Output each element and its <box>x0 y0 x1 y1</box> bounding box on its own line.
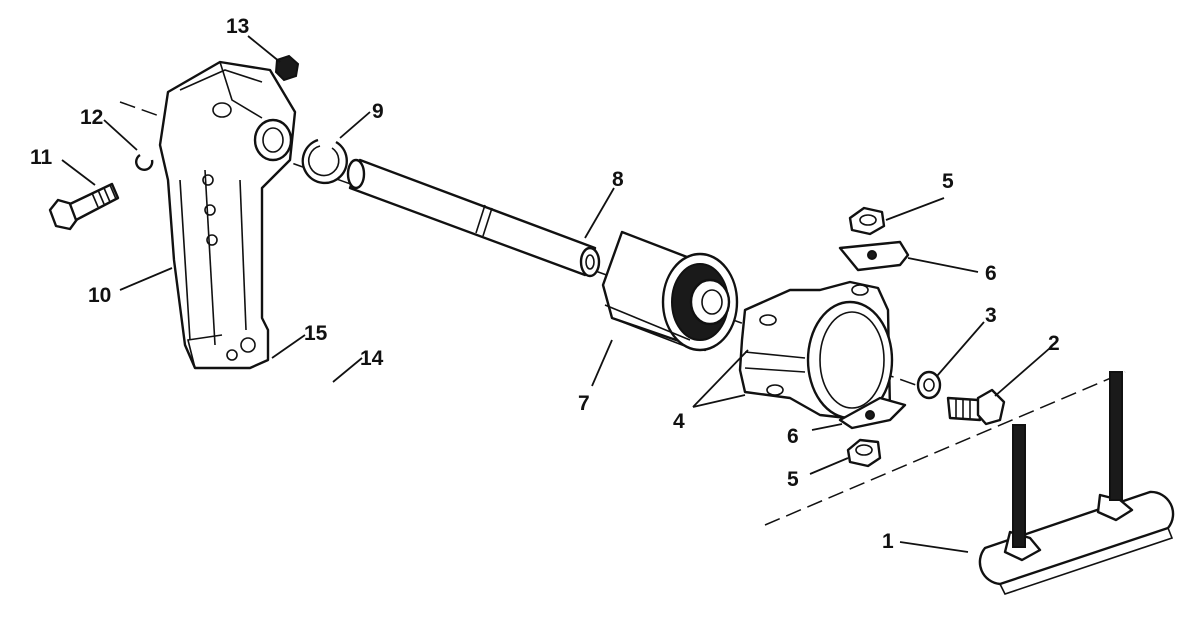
part-6-tab-washer-bottom <box>838 396 907 430</box>
callout-11: 11 <box>30 146 53 169</box>
callout-10: 10 <box>88 284 111 307</box>
callout-4: 4 <box>673 410 685 433</box>
part-13-nut <box>274 54 300 82</box>
part-1-stud-plate <box>978 371 1175 595</box>
leader-lines <box>61 35 1051 553</box>
callout-3: 3 <box>985 304 997 327</box>
callout-14: 14 <box>360 347 384 370</box>
callout-8: 8 <box>612 168 624 191</box>
callout-15: 15 <box>304 322 328 345</box>
part-9-snap-ring <box>301 138 348 185</box>
callout-labels: 13 12 11 9 8 10 15 14 7 4 5 6 3 2 6 5 1 <box>30 15 1060 553</box>
part-5-nut-bottom <box>846 438 882 468</box>
callout-6-bottom: 6 <box>787 425 799 448</box>
part-11-bolt <box>48 182 120 231</box>
callout-12: 12 <box>80 106 103 129</box>
part-10-arm-bracket <box>158 60 297 370</box>
part-3-washer <box>916 370 942 400</box>
part-5-nut-top <box>848 206 886 236</box>
callout-5-bottom: 5 <box>787 468 799 491</box>
callout-7: 7 <box>578 392 590 415</box>
callout-13: 13 <box>226 15 249 38</box>
part-7-bushing <box>601 230 739 352</box>
part-8-shaft <box>346 158 601 278</box>
part-4-clamp <box>738 280 894 422</box>
part-6-tab-washer-top <box>838 240 910 272</box>
callout-6-top: 6 <box>985 262 997 285</box>
part-2-bolt <box>946 388 1006 426</box>
part-12-ring <box>135 153 154 171</box>
callout-5-top: 5 <box>942 170 954 193</box>
callout-9: 9 <box>372 100 384 123</box>
callout-1: 1 <box>882 530 894 553</box>
callout-2: 2 <box>1048 332 1060 355</box>
